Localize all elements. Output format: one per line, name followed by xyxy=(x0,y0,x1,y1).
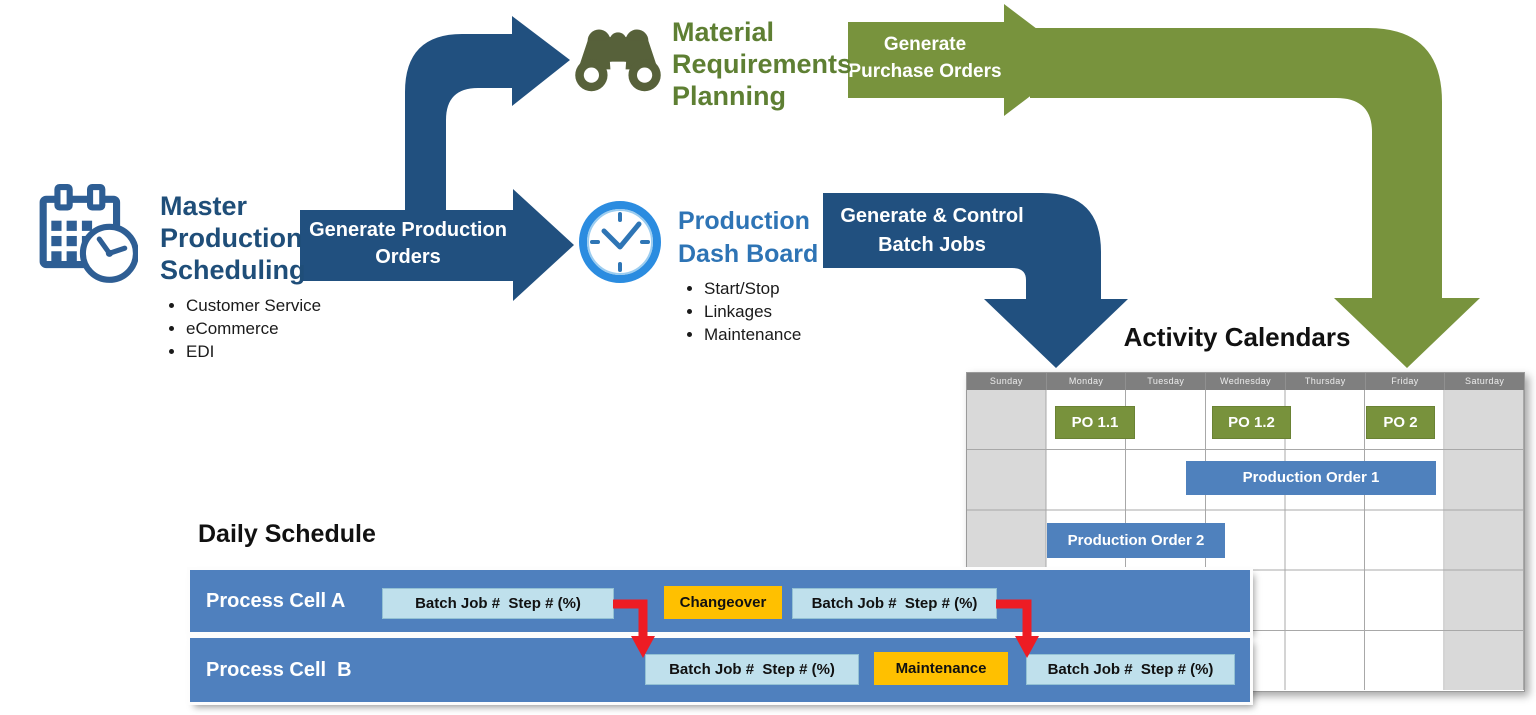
calendar-header-row: Sunday Monday Tuesday Wednesday Thursday… xyxy=(967,373,1524,390)
calendar-day-header: Monday xyxy=(1045,373,1126,390)
arrow-purchase-orders-band xyxy=(1030,28,1480,368)
mps-bullet-list: Customer Service eCommerce EDI xyxy=(168,294,321,363)
pdb-bullet: Start/Stop xyxy=(704,277,801,300)
calendar-day-header: Friday xyxy=(1364,373,1445,390)
calendar-day-header: Tuesday xyxy=(1125,373,1205,390)
calendar-clock-icon xyxy=(39,184,138,283)
batch-job-box-a1: Batch Job # Step # (%) xyxy=(382,588,614,619)
clock-icon xyxy=(579,201,661,283)
arrow-label-generate-production-orders: Generate Production Orders xyxy=(309,219,507,268)
mrp-title-line: Planning xyxy=(672,81,786,111)
mps-title-line: Production xyxy=(160,223,303,253)
calendar-event-production-order-1: Production Order 1 xyxy=(1186,461,1436,495)
arrow-label-generate-purchase-orders: Generate Purchase Orders xyxy=(848,34,1002,82)
batch-job-box-a2: Batch Job # Step # (%) xyxy=(792,588,997,619)
calendar-event-po-2: PO 2 xyxy=(1366,406,1435,439)
mrp-title-line: Requirements xyxy=(672,49,853,79)
mps-title-line: Scheduling xyxy=(160,255,306,285)
changeover-box: Changeover xyxy=(664,586,782,619)
binoculars-icon xyxy=(575,29,661,92)
batch-job-box-b1: Batch Job # Step # (%) xyxy=(645,654,859,685)
calendar-day-header: Sunday xyxy=(989,376,1023,386)
mps-bullet: Customer Service xyxy=(186,294,321,317)
process-cell-a-label: Process Cell A xyxy=(206,589,346,612)
mps-bullet: eCommerce xyxy=(186,317,321,340)
pdb-title: Production Dash Board xyxy=(678,205,818,271)
pdb-title-line: Production xyxy=(678,207,810,235)
batch-job-box-b2: Batch Job # Step # (%) xyxy=(1026,654,1235,685)
pdb-title-line: Dash Board xyxy=(678,240,819,268)
pdb-bullet: Maintenance xyxy=(704,323,801,346)
mrp-title-line: Material xyxy=(672,17,775,47)
arrow-label-generate-control-batch-jobs: Generate & Control Batch Jobs xyxy=(840,205,1024,256)
calendar-event-po-1-1: PO 1.1 xyxy=(1055,406,1135,439)
mps-bullet: EDI xyxy=(186,340,321,363)
daily-schedule-panel: Process Cell A Process Cell B Batch Job … xyxy=(190,568,1256,710)
process-cell-b-label: Process Cell B xyxy=(206,658,352,681)
pdb-bullet: Linkages xyxy=(704,300,801,323)
pdb-bullet-list: Start/Stop Linkages Maintenance xyxy=(686,277,801,346)
mps-title-line: Master xyxy=(160,191,248,221)
calendar-day-header: Saturday xyxy=(1444,373,1524,390)
calendar-event-po-1-2: PO 1.2 xyxy=(1212,406,1291,439)
activity-calendars-title: Activity Calendars xyxy=(1123,322,1351,352)
daily-schedule-title: Daily Schedule xyxy=(198,520,376,548)
mrp-title: Material Requirements Planning xyxy=(672,16,852,112)
mps-title: Master Production Scheduling xyxy=(160,190,306,286)
calendar-event-production-order-2: Production Order 2 xyxy=(1047,523,1225,558)
calendar-day-header: Wednesday xyxy=(1205,373,1285,390)
arrow-to-mrp xyxy=(405,16,570,212)
calendar-day-header: Thursday xyxy=(1284,373,1365,390)
maintenance-box: Maintenance xyxy=(874,652,1008,685)
